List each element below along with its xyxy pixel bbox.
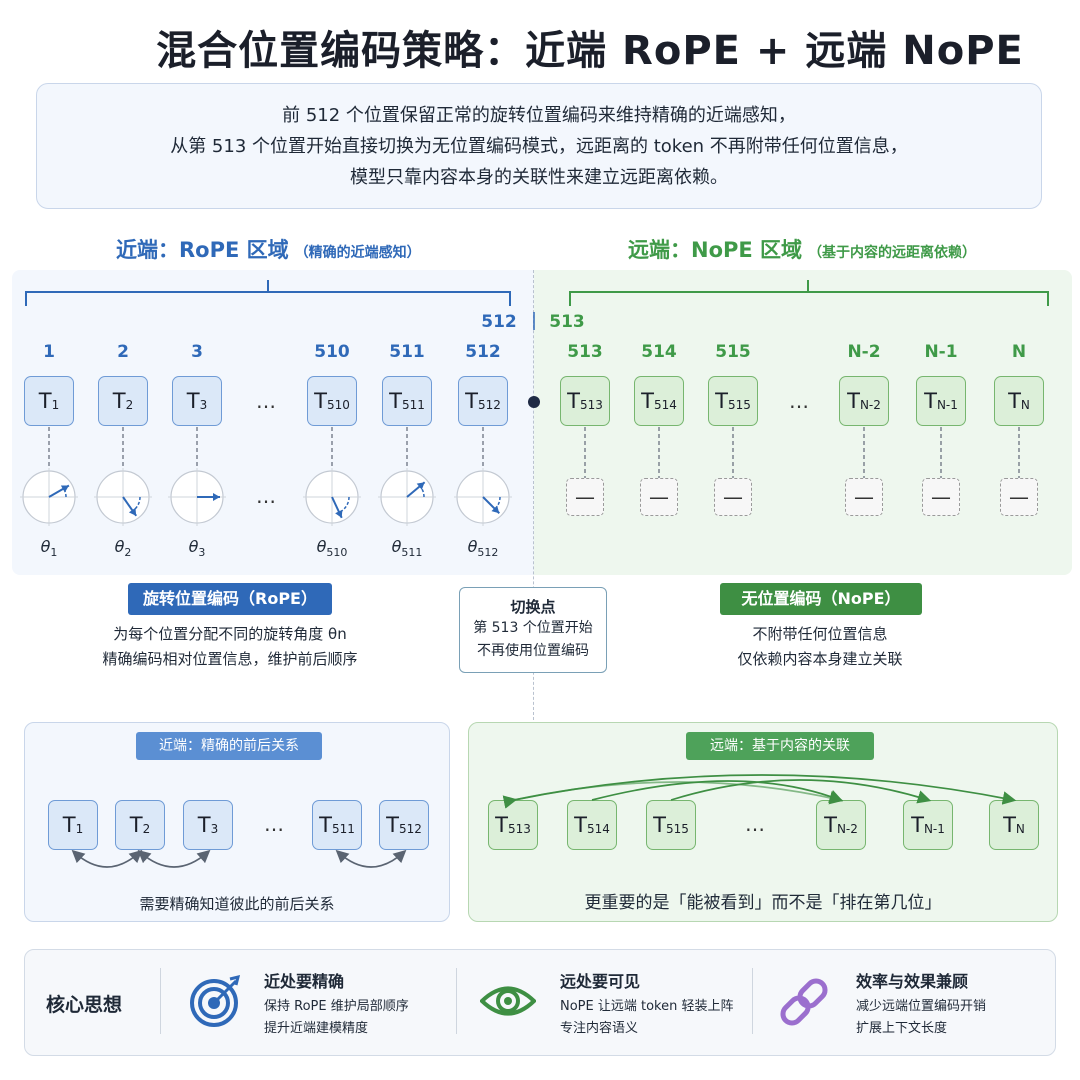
no-position-box: —	[845, 478, 883, 516]
rope-boundary-label: 512	[481, 312, 517, 332]
summary-box: 前 512 个位置保留正常的旋转位置编码来维持精确的近端感知， 从第 513 个…	[36, 83, 1042, 209]
nope-panel	[534, 270, 1072, 575]
position-label: 1	[43, 342, 55, 362]
summary-line: 模型只靠内容本身的关联性来建立远距离依赖。	[350, 167, 728, 188]
position-label: 2	[117, 342, 129, 362]
position-label: 512	[465, 342, 501, 362]
position-label: 511	[389, 342, 425, 362]
footer-item-desc: 减少远端位置编码开销扩展上下文长度	[856, 999, 987, 1036]
theta-label: θ2	[114, 537, 132, 560]
divider	[752, 968, 753, 1034]
nope-zone-subtitle: （基于内容的远距离依赖）	[808, 245, 977, 261]
switch-divider	[533, 270, 534, 720]
ellipsis: …	[745, 812, 765, 836]
core-ideas-label: 核心思想	[46, 994, 123, 1016]
footer-item-title: 效率与效果兼顾	[856, 972, 969, 991]
ellipsis: …	[264, 812, 284, 836]
ellipsis: …	[256, 389, 276, 413]
footer-item-desc: 保持 RoPE 维护局部顺序提升近端建模精度	[264, 999, 409, 1036]
theta-label: θ510	[316, 537, 348, 560]
no-position-box: —	[922, 478, 960, 516]
page-title: 混合位置编码策略：近端 RoPE + 远端 NoPE	[156, 28, 1024, 74]
footer-item-title: 远处要可见	[560, 972, 641, 991]
nope-boundary-label: 513	[549, 312, 585, 332]
divider	[456, 968, 457, 1034]
switch-point-dot	[528, 396, 540, 408]
rotation-clock	[94, 468, 152, 526]
footer-item-title: 近处要精确	[264, 972, 345, 991]
no-position-box: —	[714, 478, 752, 516]
rotation-clock	[303, 468, 361, 526]
ellipsis: …	[789, 389, 809, 413]
switch-point-box: 切换点 第 513 个位置开始 不再使用位置编码	[459, 587, 607, 673]
upper-diagram-graphics	[20, 280, 1049, 526]
core-ideas-footer	[24, 949, 1056, 1056]
rotation-clock	[168, 468, 226, 526]
rope-description: 为每个位置分配不同的旋转角度 θn 精确编码相对位置信息，维护前后顺序	[102, 625, 358, 668]
theta-label: θ1	[40, 537, 58, 560]
nope-brace	[569, 280, 1049, 306]
rope-brace	[25, 280, 511, 306]
position-label: 510	[314, 342, 350, 362]
rotation-clock	[20, 468, 78, 526]
theta-label: θ511	[391, 537, 423, 560]
theta-label: θ3	[188, 537, 206, 560]
rotation-clock	[378, 468, 436, 526]
relation-arrows	[71, 774, 1017, 868]
nope-zone-title: 远端：NoPE 区域（基于内容的远距离依赖）	[628, 238, 977, 262]
far-relations-pill: 远端：基于内容的关联	[686, 732, 874, 760]
position-label: N	[1011, 342, 1027, 362]
no-position-box: —	[566, 478, 604, 516]
divider	[160, 968, 161, 1034]
no-position-box: —	[1000, 478, 1038, 516]
summary-line: 从第 513 个位置开始直接切换为无位置编码模式，远距离的 token 不再附带…	[170, 136, 908, 157]
target-icon	[190, 974, 241, 1027]
footer-item-desc: NoPE 让远端 token 轻装上阵专注内容语义	[560, 999, 734, 1036]
ellipsis: …	[256, 484, 276, 508]
far-relations-caption: 更重要的是「能被看到」而不是「排在第几位」	[584, 893, 942, 913]
theta-label: θ512	[467, 537, 499, 560]
rope-badge: 旋转位置编码（RoPE）	[128, 583, 332, 615]
nope-badge: 无位置编码（NoPE）	[720, 583, 922, 615]
rope-zone-title: 近端：RoPE 区域（精确的近端感知）	[116, 238, 421, 262]
no-position-box: —	[640, 478, 678, 516]
position-label: 513	[567, 342, 603, 362]
summary-line: 前 512 个位置保留正常的旋转位置编码来维持精确的近端感知，	[282, 105, 796, 126]
rotation-clock	[454, 468, 512, 526]
eye-icon	[480, 986, 536, 1016]
position-label: N-2	[847, 342, 881, 362]
position-label: 514	[641, 342, 677, 362]
position-label: 515	[715, 342, 751, 362]
position-label: 3	[191, 342, 203, 362]
rope-zone-subtitle: （精确的近端感知）	[294, 245, 421, 261]
position-label: N-1	[924, 342, 958, 362]
near-relations-caption: 需要精确知道彼此的前后关系	[139, 895, 335, 913]
link-icon	[780, 978, 828, 1026]
near-relations-pill: 近端：精确的前后关系	[136, 732, 322, 760]
switch-point-title: 切换点	[510, 598, 556, 616]
nope-description: 不附带任何位置信息 仅依赖内容本身建立关联	[737, 625, 903, 668]
